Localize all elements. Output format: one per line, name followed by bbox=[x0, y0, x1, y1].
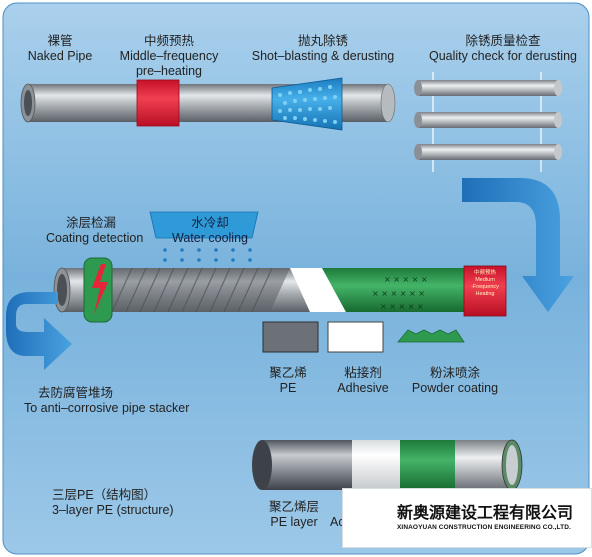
svg-text:× × × × × ×: × × × × × × bbox=[372, 289, 425, 298]
flow-arrow-right bbox=[462, 178, 574, 312]
adhesive-material bbox=[327, 321, 384, 353]
medium-frequency-heater bbox=[463, 265, 507, 317]
powder-coating-nozzle bbox=[397, 329, 465, 343]
three-layer-pipe bbox=[252, 439, 523, 491]
coated-pipe: × × × × × × × × × × × × × × × × bbox=[53, 267, 482, 313]
label-water-cooling: 水冷却 Water cooling bbox=[172, 216, 248, 245]
company-name-en: XINAOYUAN CONSTRUCTION ENGINEERING CO.,L… bbox=[397, 524, 571, 531]
company-logo-box: 新奥源建设工程有限公司 XINAOYUAN CONSTRUCTION ENGIN… bbox=[342, 488, 592, 548]
label-powder-coating: 粉沫喷涂 Powder coating bbox=[411, 366, 499, 395]
flow-arrow-left bbox=[6, 292, 72, 370]
coating-detector bbox=[83, 257, 113, 323]
svg-text:× × × × ×: × × × × × bbox=[384, 275, 428, 284]
middle-frequency-heater bbox=[136, 79, 180, 127]
label-pe: 聚乙烯 PE bbox=[269, 366, 307, 395]
label-coating-detection: 涂层检漏 Coating detection bbox=[46, 216, 144, 245]
svg-text:× × × × ×: × × × × × bbox=[380, 302, 424, 311]
shot-blaster bbox=[271, 77, 343, 131]
label-adhesive: 粘接剂 Adhesive bbox=[337, 366, 389, 395]
label-adhesive-partial: Ac bbox=[330, 515, 345, 529]
label-quality-check: 除锈质量检查 Quality check for derusting bbox=[429, 34, 577, 63]
label-pe-layer: 聚乙烯层 PE layer bbox=[268, 500, 319, 529]
water-cooling-tank bbox=[149, 211, 259, 262]
label-naked-pipe: 裸管 Naked Pipe bbox=[27, 34, 93, 63]
label-shot-blasting: 抛丸除锈 Shot–blasting & derusting bbox=[251, 34, 395, 63]
quality-check-pipes bbox=[414, 72, 562, 172]
company-name-cn: 新奥源建设工程有限公司 bbox=[397, 503, 574, 522]
label-stacker: 去防腐管堆场 To anti–corrosive pipe stacker bbox=[24, 386, 190, 415]
label-medium-heating: 中频预热 Medium -Frequency Heating bbox=[471, 270, 499, 297]
pe-material bbox=[262, 321, 319, 353]
label-preheating: 中频预热 Middle–frequency pre–heating bbox=[119, 34, 219, 78]
label-structure: 三层PE（结构图） 3–layer PE (structure) bbox=[52, 488, 174, 517]
